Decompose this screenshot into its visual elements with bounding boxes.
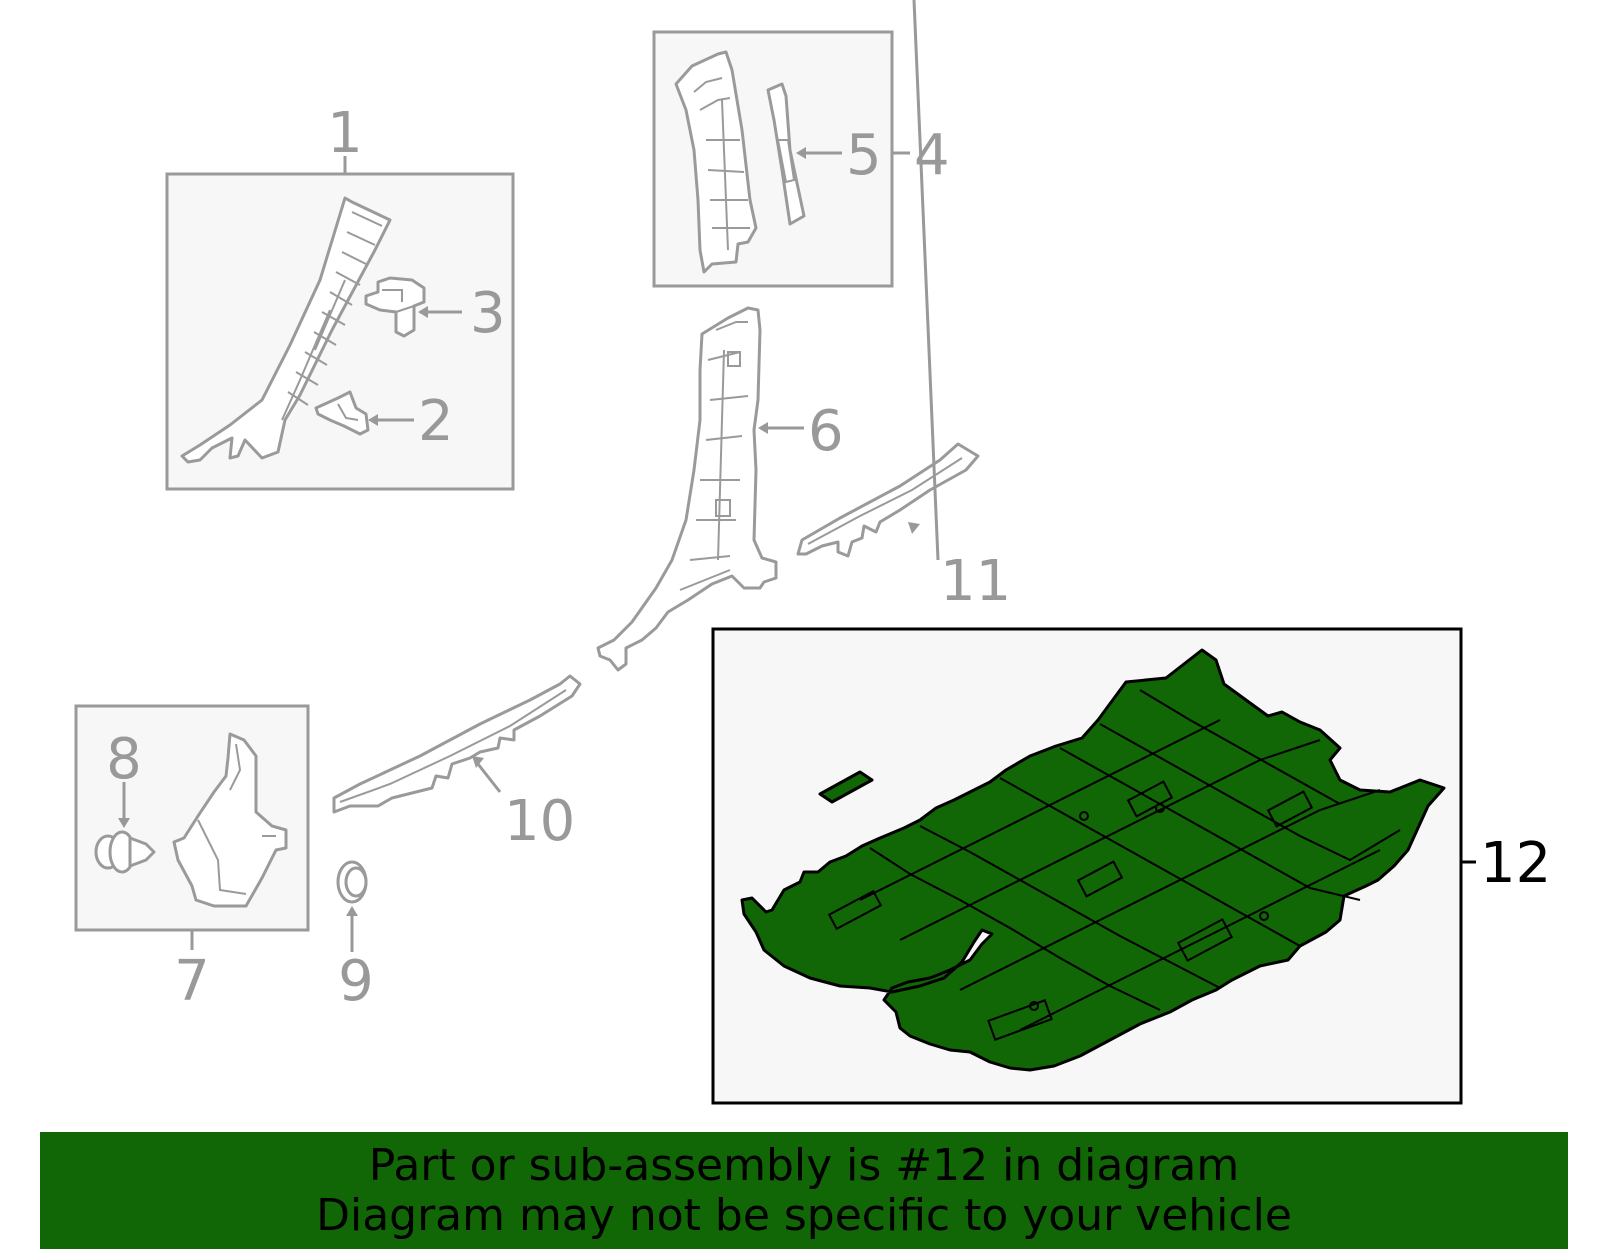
part-group-4: 4 5 xyxy=(652,30,950,288)
leader-11 xyxy=(912,0,940,561)
callout-6[interactable]: 6 xyxy=(808,399,844,464)
part-group-1: 1 3 2 xyxy=(165,101,515,491)
part-8-push-clip[interactable] xyxy=(94,830,156,874)
footer-line-1: Part or sub-assembly is #12 in diagram xyxy=(368,1139,1240,1191)
arrow-3 xyxy=(418,306,428,318)
leader-10 xyxy=(476,763,502,793)
footer-line-2: Diagram may not be specific to your vehi… xyxy=(316,1189,1292,1241)
callout-9[interactable]: 9 xyxy=(338,949,374,1014)
callout-3[interactable]: 3 xyxy=(470,281,506,346)
callout-11[interactable]: 11 xyxy=(940,549,1011,614)
arrow-5 xyxy=(796,147,806,159)
part-group-12: 12 xyxy=(711,627,1551,1105)
part-group-7: 7 8 xyxy=(74,704,310,1014)
part-10-scuff-plate-front[interactable] xyxy=(332,674,582,814)
arrow-2 xyxy=(368,414,378,426)
callout-2[interactable]: 2 xyxy=(418,389,454,454)
arrow-9 xyxy=(346,906,358,916)
arrow-6 xyxy=(758,422,768,434)
callout-10[interactable]: 10 xyxy=(504,789,575,854)
part-4-b-pillar-upper-trim[interactable] xyxy=(674,50,758,274)
part-9-nut[interactable] xyxy=(336,860,368,904)
part-6-b-pillar-lower-trim[interactable] xyxy=(596,306,778,672)
callout-8[interactable]: 8 xyxy=(106,727,142,792)
callout-7[interactable]: 7 xyxy=(174,949,210,1014)
footer-banner-bg xyxy=(40,1132,1568,1249)
part-2-bracket[interactable] xyxy=(314,390,370,436)
callout-12[interactable]: 12 xyxy=(1480,831,1551,896)
part-3-clip[interactable] xyxy=(364,276,426,338)
part-5-strip[interactable] xyxy=(766,82,806,226)
callout-1[interactable]: 1 xyxy=(327,101,363,166)
arrow-10 xyxy=(472,756,484,768)
group-box-7 xyxy=(74,704,310,932)
footer-banner: Part or sub-assembly is #12 in diagram D… xyxy=(40,1132,1568,1249)
part-7-kick-panel[interactable] xyxy=(172,732,288,908)
part-12-floor-carpet[interactable] xyxy=(740,648,1446,1072)
arrow-8 xyxy=(118,818,130,828)
part-1-a-pillar-trim[interactable] xyxy=(180,196,392,464)
part-12-loose-strip[interactable] xyxy=(818,770,874,804)
callout-5[interactable]: 5 xyxy=(846,123,882,188)
arrow-11 xyxy=(908,522,920,534)
